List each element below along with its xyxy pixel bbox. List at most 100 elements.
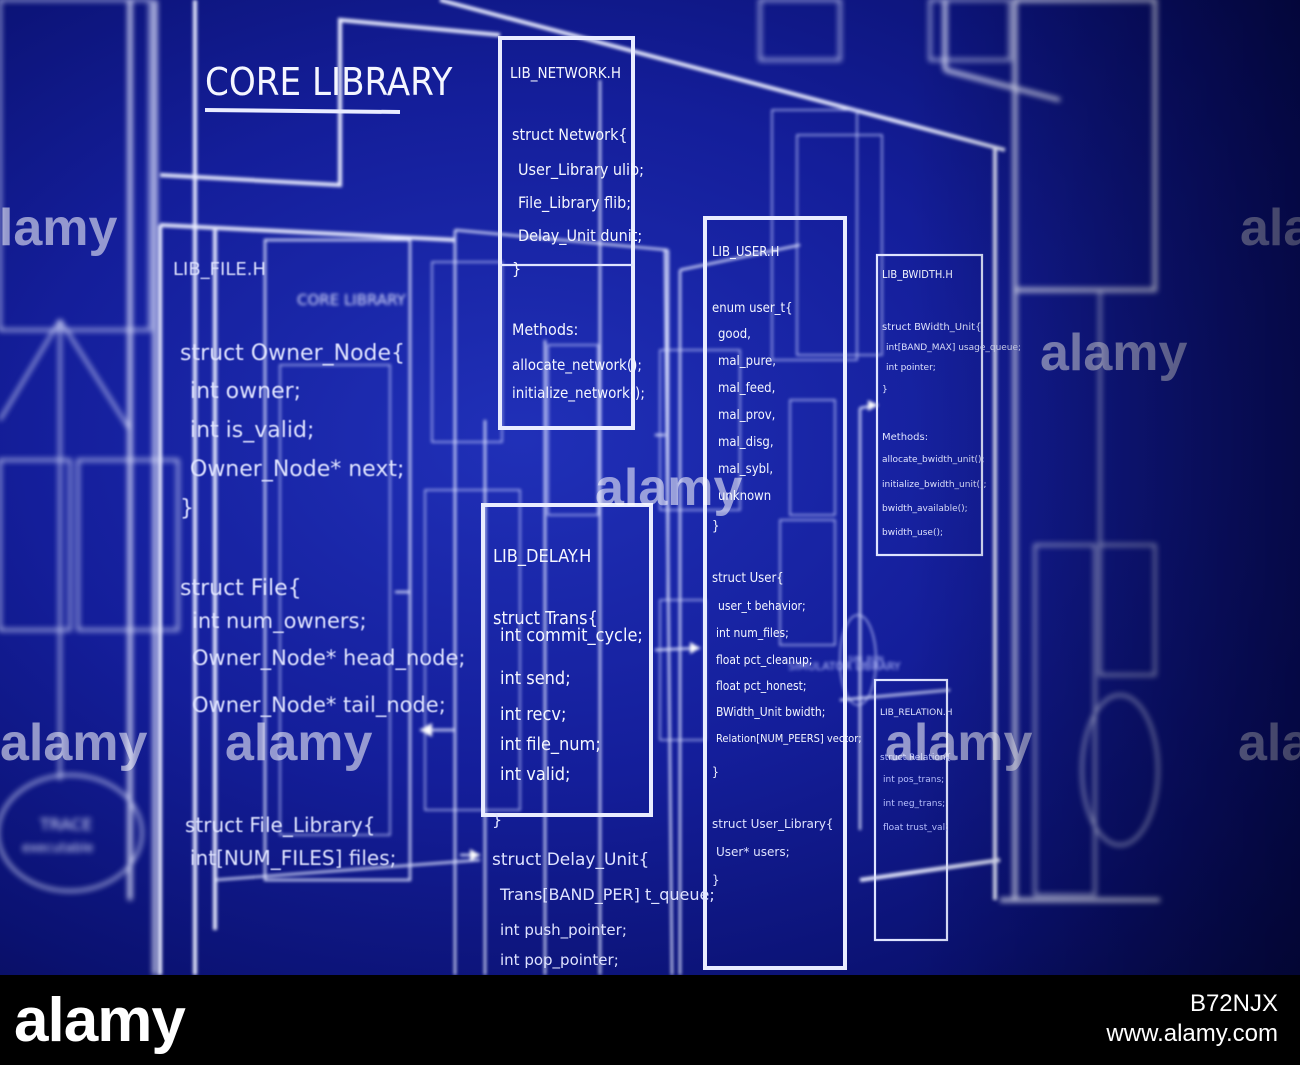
trace-oval xyxy=(0,773,144,893)
user-line: struct User_Library{ xyxy=(712,817,834,831)
delay-line: int push_pointer; xyxy=(500,921,627,940)
user-line: enum user_t{ xyxy=(712,301,793,316)
delay-line: int commit_cycle; xyxy=(500,625,643,646)
lib-bwidth-title: LIB_BWIDTH.H xyxy=(882,268,953,281)
oval-simrun-label: SIM_RUN xyxy=(848,655,884,664)
watermark: alamy xyxy=(885,714,1033,772)
right-far-box xyxy=(1013,0,1157,292)
user-line: } xyxy=(712,873,720,887)
bwidth-line: } xyxy=(882,385,888,395)
user-line: Relation[NUM_PEERS] vector; xyxy=(716,732,862,745)
user-line: BWidth_Unit bwidth; xyxy=(716,705,825,719)
lib-user-box xyxy=(703,216,847,970)
delay-line: int recv; xyxy=(500,704,566,725)
user-line: mal_sybl, xyxy=(718,462,773,477)
blueprint-diagram: TRACE executable CORE LIBRARY xyxy=(0,0,1300,975)
delay-line: } xyxy=(492,810,502,829)
site-url: www.alamy.com xyxy=(1106,1020,1278,1047)
watermark: alamy xyxy=(595,459,743,517)
user-line: float pct_honest; xyxy=(716,679,807,693)
lib-relation-title: LIB_RELATION.H xyxy=(880,708,953,718)
user-line: User* users; xyxy=(716,845,790,859)
user-line: int num_files; xyxy=(716,626,789,640)
lib-file-inner-box xyxy=(279,364,391,836)
user-line: user_t behavior; xyxy=(718,599,806,613)
network-line: Methods: xyxy=(512,320,578,339)
delay-line: struct Delay_Unit{ xyxy=(492,850,649,870)
bwidth-line: bwidth_available(); xyxy=(882,504,968,514)
lib-delay-title: LIB_DELAY.H xyxy=(493,546,591,567)
bwidth-line: int pointer; xyxy=(886,363,936,373)
footer-meta: B72NJX www.alamy.com xyxy=(1106,989,1278,1049)
network-line: } xyxy=(512,259,521,278)
lib-file-line: int num_owners; xyxy=(192,609,367,634)
simrun-oval xyxy=(839,614,877,706)
lib-file-line: struct Owner_Node{ xyxy=(180,341,405,366)
left-far-box xyxy=(0,0,152,332)
watermark: alamy xyxy=(1238,714,1300,772)
delay-line: int valid; xyxy=(500,764,571,785)
simrun-oval-right xyxy=(1080,693,1160,847)
connector-top xyxy=(159,17,501,188)
network-line: struct Network{ xyxy=(512,125,628,144)
left-far-box-2 xyxy=(0,458,72,632)
lib-file-line: } xyxy=(180,496,194,521)
user-line: mal_pure, xyxy=(718,354,776,369)
watermark: alamy xyxy=(0,714,148,772)
network-line: File_Library flib; xyxy=(518,193,631,213)
network-line: allocate_network(); xyxy=(512,356,642,375)
lib-file-line: int is_valid; xyxy=(190,418,314,443)
delay-line: struct Trans{ xyxy=(493,608,598,629)
lib-network-title: LIB_NETWORK.H xyxy=(510,64,621,83)
relation-line: struct Relation{ xyxy=(880,753,951,763)
brand-logo: alamy xyxy=(14,986,186,1055)
footer-bar: alamy B72NJX www.alamy.com xyxy=(0,975,1300,1065)
watermark: alamy xyxy=(225,714,373,772)
lib-file-block: LIB_FILE.H struct Owner_Node{ int owner;… xyxy=(173,259,465,870)
bwidth-line: initialize_bwidth_unit(); xyxy=(882,480,987,490)
user-line: float pct_cleanup; xyxy=(716,653,812,667)
watermark: alamy xyxy=(1240,199,1300,257)
core-library-title: CORE LIBRARY xyxy=(205,60,452,104)
lib-bwidth-box xyxy=(875,253,984,557)
core-library-box xyxy=(263,238,412,882)
user-line: good, xyxy=(718,327,751,342)
lib-relation-box xyxy=(873,678,949,942)
watermarks: alamy alamy alamy alamy alamy alamy alam… xyxy=(0,199,1300,772)
relation-line: int pos_trans; xyxy=(883,775,944,785)
delay-line: Trans[BAND_PER] t_queue; xyxy=(499,885,715,905)
lib-file-line: Owner_Node* tail_node; xyxy=(192,693,446,718)
lib-file-line: Owner_Node* head_node; xyxy=(192,646,465,671)
image-id: B72NJX xyxy=(1189,990,1278,1017)
lib-delay-box xyxy=(481,503,653,817)
lib-file-line: struct File{ xyxy=(180,576,302,601)
user-line: mal_disg, xyxy=(718,435,774,450)
bwidth-line: struct BWidth_Unit{ xyxy=(882,322,981,333)
user-line: struct User{ xyxy=(712,571,784,586)
watermark: alamy xyxy=(0,199,118,257)
lib-file-line: Owner_Node* next; xyxy=(190,457,404,482)
network-line: User_Library ulib; xyxy=(518,160,644,180)
lib-network-box xyxy=(498,36,635,430)
background-layer: TRACE executable xyxy=(0,0,1160,975)
lib-file-title: LIB_FILE.H xyxy=(173,259,266,280)
user-line: mal_prov, xyxy=(718,408,775,423)
oval-trace-sub: executable xyxy=(22,841,93,856)
user-line: mal_feed, xyxy=(718,381,775,396)
lib-file-line: int owner; xyxy=(190,379,301,404)
delay-line: int pop_pointer; xyxy=(500,951,619,970)
delay-line: int file_num; xyxy=(500,734,601,755)
bwidth-line: bwidth_use(); xyxy=(882,528,943,538)
bwidth-line: allocate_bwidth_unit(); xyxy=(882,455,985,465)
oval-trace-label: TRACE xyxy=(39,815,92,834)
relation-line: int neg_trans; xyxy=(883,799,945,809)
lib-file-line: struct File_Library{ xyxy=(185,813,375,837)
network-line: initialize_network(); xyxy=(512,384,645,403)
lib-user-title: LIB_USER.H xyxy=(712,245,779,260)
relation-line: float trust_val; xyxy=(883,823,948,833)
lib-file-line: int[NUM_FILES] files; xyxy=(190,846,396,870)
user-line: } xyxy=(712,519,719,534)
core-library-box-title: CORE LIBRARY xyxy=(297,291,407,309)
user-line: } xyxy=(712,765,719,779)
network-line: Delay_Unit dunit; xyxy=(518,226,642,246)
